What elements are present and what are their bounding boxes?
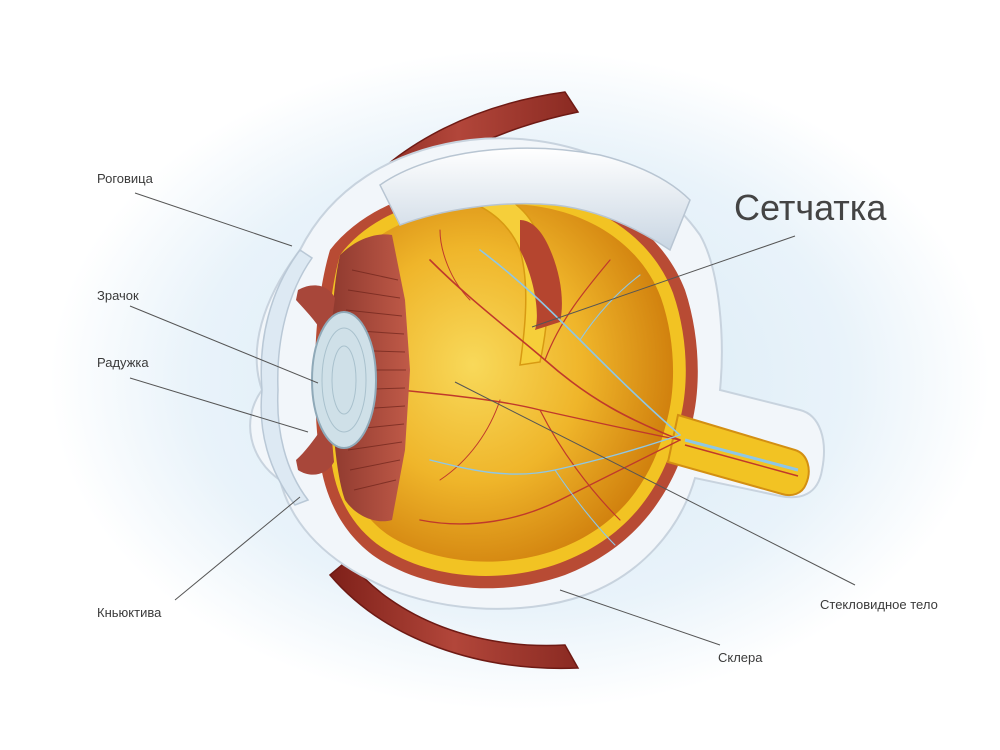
cornea (260, 248, 314, 506)
label-vitreous: Стекловидное тело (820, 597, 938, 612)
optic-nerve-core (684, 438, 799, 472)
leader-retina (531, 235, 796, 328)
lens-core (331, 345, 357, 415)
label-cornea: Роговица (97, 171, 153, 186)
label-sclera: Склера (718, 650, 763, 665)
leader-sclera (559, 589, 721, 646)
label-iris: Радужка (97, 355, 149, 370)
leader-iris (129, 377, 309, 433)
leader-lines (129, 192, 856, 646)
vitreous-body (339, 204, 674, 562)
leader-vitreous (454, 381, 856, 586)
lens-inner (321, 327, 367, 433)
leader-conjunctiva (174, 496, 301, 601)
label-pupil: Зрачок (97, 288, 139, 303)
leader-pupil (129, 305, 319, 384)
retinal-vessels (399, 229, 681, 546)
label-retina: Сетчатка (734, 187, 887, 228)
leader-cornea (134, 192, 293, 247)
lens (311, 311, 377, 449)
label-conjunctiva: Кньюктива (97, 605, 162, 620)
iris (296, 285, 335, 332)
retina-flap-inner (520, 220, 562, 330)
optic-nerve-vessel (684, 444, 799, 477)
sclera-cut-top (379, 147, 691, 252)
iris-lower (296, 428, 334, 475)
